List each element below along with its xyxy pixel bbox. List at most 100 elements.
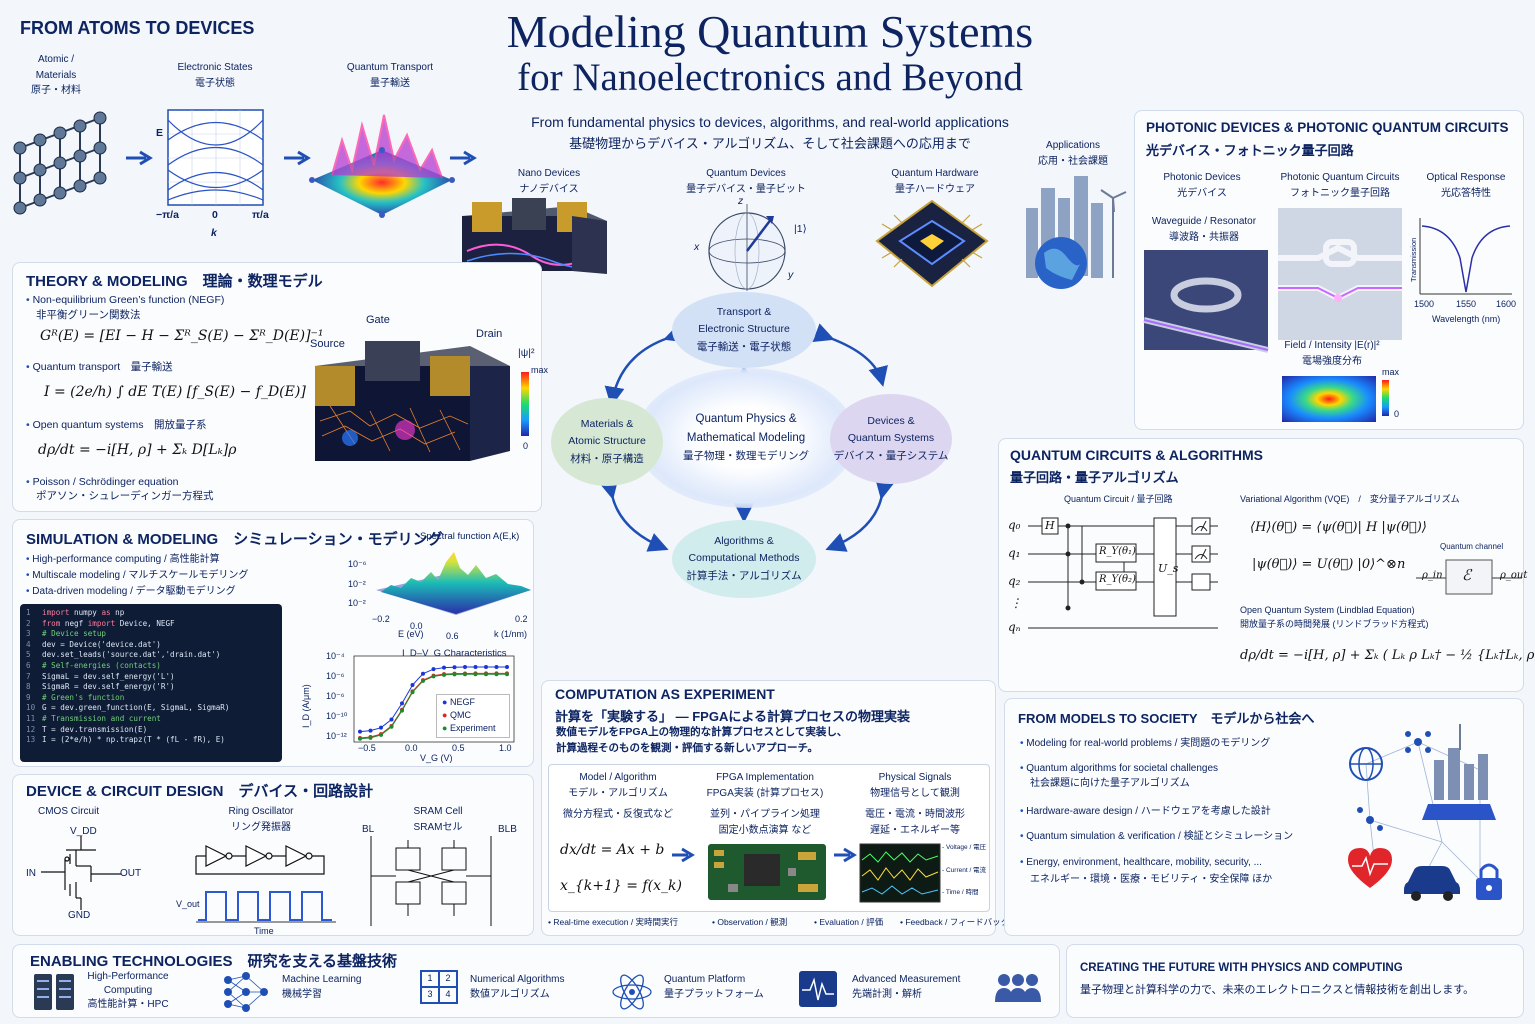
code-line: 11# Transmission and current bbox=[26, 714, 276, 725]
code-line-number: 2 bbox=[26, 618, 31, 628]
open-jp: 開放量子系の時間発展 (リンドブラッド方程式) bbox=[1240, 619, 1429, 629]
sig2: - Current / 電流 bbox=[942, 867, 987, 874]
field-label: Field / Intensity |E(r)|² 電場強度分布 bbox=[1276, 338, 1388, 369]
drain-label: Drain bbox=[476, 328, 503, 340]
ring-en: Ring Oscillator bbox=[228, 806, 294, 817]
band-tick-mid: 0 bbox=[212, 209, 218, 221]
t5b: 先端計測・解析 bbox=[852, 989, 922, 1000]
society-b3: Hardware-aware design / ハードウェアを考慮した設計 bbox=[1020, 804, 1271, 819]
or-jp: 光応答特性 bbox=[1441, 187, 1491, 199]
theory-b4: Poisson / Schrödinger equation bbox=[26, 475, 179, 491]
society-b5-jp: エネルギー・環境・医療・モビリティ・安全保障 ほか bbox=[1030, 874, 1273, 885]
top1: Transport & bbox=[716, 306, 772, 319]
pqc-label: Photonic Quantum Circuits フォトニック量子回路 bbox=[1272, 170, 1408, 201]
center2: Mathematical Modeling bbox=[686, 432, 806, 445]
or-label: Optical Response 光応答特性 bbox=[1418, 170, 1514, 201]
code-text: T = dev.transmission(E) bbox=[42, 724, 148, 734]
society-b2-jp: 社会課題に向けた量子アルゴリズム bbox=[1030, 778, 1190, 789]
comp-f3: • Evaluation / 評価 bbox=[814, 917, 884, 927]
c2d: 固定小数点演算 など bbox=[718, 824, 812, 836]
bloch-y: y bbox=[788, 269, 794, 281]
enabling-panel bbox=[12, 944, 1060, 1018]
bot2: Computational Methods bbox=[688, 552, 800, 565]
code-text: # Transmission and current bbox=[42, 713, 161, 723]
iv-point bbox=[505, 672, 509, 677]
atoms-step2-a: Electronic States bbox=[177, 62, 253, 73]
spec-xt3: 0.6 bbox=[446, 631, 459, 641]
top2: Electronic Structure bbox=[698, 323, 790, 336]
leg-exp-text: Experiment bbox=[449, 723, 496, 733]
wx2: 1550 bbox=[1456, 299, 1477, 309]
oscilloscope-icon bbox=[859, 843, 941, 903]
iv-point bbox=[473, 665, 478, 670]
matrix-grid-icon: 1 2 3 4 bbox=[420, 970, 458, 1004]
iv-ylabel: I_D (A/μm) bbox=[301, 684, 311, 728]
arrow-right-icon bbox=[450, 150, 477, 166]
app-jp: 応用・社会課題 bbox=[1038, 155, 1108, 167]
leg-qmc-text: QMC bbox=[449, 710, 471, 720]
iv-point bbox=[452, 672, 457, 677]
band-k-axis: k bbox=[211, 227, 217, 239]
code-line-number: 7 bbox=[26, 671, 31, 681]
cmos-gnd: GND bbox=[68, 910, 91, 921]
spec-xt2: 0.0 bbox=[410, 621, 423, 631]
band-e-axis: E bbox=[156, 127, 164, 139]
q2: q₂ bbox=[1008, 574, 1021, 588]
qc-h: H bbox=[1045, 519, 1055, 532]
rho-out: ρ_out bbox=[1500, 570, 1528, 581]
field-map bbox=[1282, 376, 1376, 422]
c2b: FPGA実装 (計算プロセス) bbox=[706, 787, 824, 799]
atoms-step1-b: Materials bbox=[35, 69, 77, 81]
wx1: 1500 bbox=[1414, 299, 1435, 309]
leg-negf: ● NEGF bbox=[442, 697, 475, 707]
society-b1: Modeling for real-world problems / 実問題のモ… bbox=[1020, 736, 1270, 751]
city-globe-icon bbox=[1026, 176, 1127, 289]
code-line-number: 5 bbox=[26, 650, 31, 660]
qc-u: U_s bbox=[1158, 562, 1179, 575]
t4a: Quantum Platform bbox=[664, 974, 746, 985]
comp-eqa: dx/dt = Ax + b bbox=[560, 842, 665, 858]
future-jp: 量子物理と計算科学の力で、未来のエレクトロニクスと情報技術を創出します。 bbox=[1080, 984, 1475, 996]
transistor-3d-icon bbox=[315, 341, 510, 461]
iv-point bbox=[442, 672, 446, 677]
iv-point bbox=[452, 665, 457, 670]
c3d: 遅延・エネルギー等 bbox=[870, 824, 960, 836]
atoms-title: FROM ATOMS TO DEVICES bbox=[20, 18, 255, 38]
comp-f2: • Observation / 観測 bbox=[712, 917, 788, 927]
c1b: モデル・アルゴリズム bbox=[568, 787, 668, 799]
iv-title: I_D–V_G Characteristics bbox=[402, 648, 507, 659]
cmos-circuit-icon bbox=[41, 836, 121, 910]
qh-jp: 量子ハードウェア bbox=[895, 183, 975, 195]
nano-devices-label: Nano Devices ナノデバイス bbox=[496, 166, 602, 197]
ring-jp: リング発振器 bbox=[231, 821, 291, 833]
center-glow bbox=[636, 368, 856, 508]
atoms-step1-a: Atomic / bbox=[37, 54, 75, 65]
cmos-in: IN bbox=[26, 868, 36, 879]
arrow-right-icon bbox=[284, 150, 311, 166]
device-panel bbox=[12, 774, 534, 936]
iv-point bbox=[494, 665, 499, 670]
code-line-number: 3 bbox=[26, 629, 31, 639]
t2a: Machine Learning bbox=[282, 974, 362, 985]
code-line: 6# Self-energies (contacts) bbox=[26, 661, 276, 672]
t5a: Advanced Measurement bbox=[852, 974, 961, 985]
vqe-eq1: ⟨H⟩(θ⃗) = ⟨ψ(θ⃗)| H |ψ(θ⃗)⟩ bbox=[1250, 520, 1427, 535]
nano-en: Nano Devices bbox=[517, 168, 581, 179]
sram-blb: BLB bbox=[498, 824, 517, 835]
code-token: Device, NEGF bbox=[115, 618, 175, 628]
pqc-jp: フォトニック量子回路 bbox=[1290, 187, 1390, 199]
code-text: dev.set_leads('source.dat','drain.dat') bbox=[42, 650, 221, 660]
grid-1: 1 bbox=[421, 971, 439, 987]
wg-jp: 導波路・共振器 bbox=[1169, 231, 1239, 243]
theory-title: THEORY & MODELING 理論・数理モデル bbox=[26, 273, 323, 290]
rho-in: ρ_in bbox=[1422, 570, 1443, 581]
q0: q₀ bbox=[1008, 518, 1021, 532]
